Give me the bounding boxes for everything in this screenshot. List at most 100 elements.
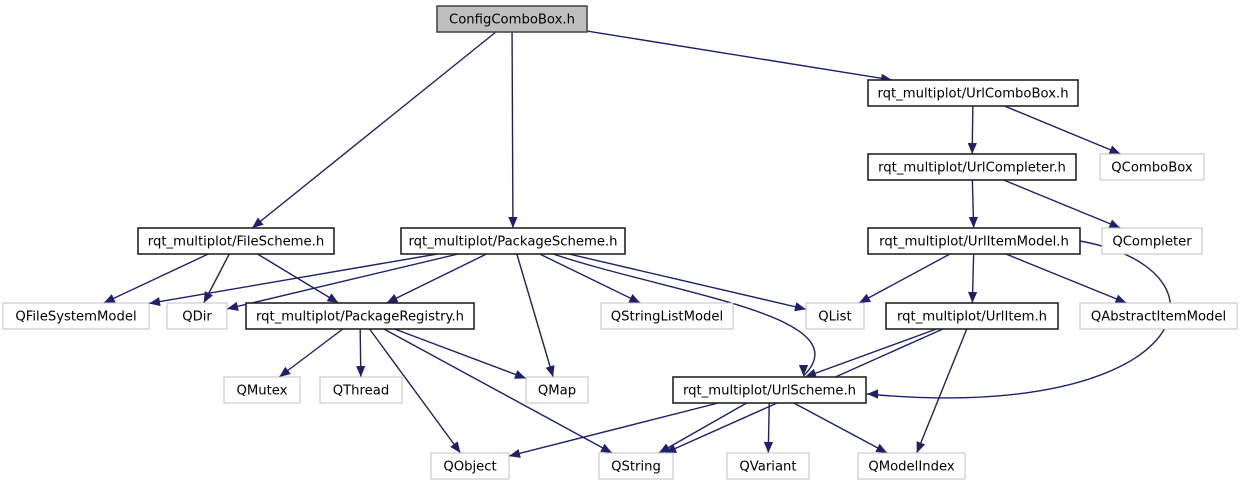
- node-packagescheme[interactable]: rqt_multiplot/PackageScheme.h: [400, 227, 626, 255]
- edge-packageregistry-to-qmutex: [278, 328, 344, 378]
- node-label-urlitemmodel: rqt_multiplot/UrlItemModel.h: [879, 235, 1069, 250]
- edge-packagescheme-to-qmap: [516, 253, 554, 378]
- arrowhead-urlcombobox-to-qcombobox: [1108, 145, 1121, 155]
- node-urlscheme[interactable]: rqt_multiplot/UrlScheme.h: [672, 376, 867, 404]
- node-qvariant[interactable]: QVariant: [726, 452, 810, 480]
- edge-urlitem-to-qmodelindex: [916, 328, 968, 454]
- arrowhead-urlitemmodel-to-qabstractitemmodel: [1114, 294, 1127, 304]
- node-label-qlist: QList: [818, 310, 851, 325]
- arrowhead-urlitem-to-urlscheme: [805, 368, 817, 378]
- node-label-urlcompleter: rqt_multiplot/UrlCompleter.h: [878, 161, 1066, 176]
- node-box-qfilesystemmodel[interactable]: [2, 302, 150, 330]
- node-filescheme[interactable]: rqt_multiplot/FileScheme.h: [137, 227, 335, 255]
- node-qstring[interactable]: QString: [598, 452, 674, 480]
- node-urlitem[interactable]: rqt_multiplot/UrlItem.h: [885, 302, 1059, 330]
- node-qcombobox[interactable]: QComboBox: [1099, 153, 1205, 181]
- node-box-qstring[interactable]: [598, 452, 674, 480]
- edge-packagescheme-to-qlist: [568, 253, 807, 310]
- edge-urlitemmodel-to-qlist: [858, 253, 951, 304]
- node-box-urlitemmodel[interactable]: [867, 227, 1081, 255]
- arrowhead-filescheme-to-packageregistry: [326, 293, 339, 303]
- edge-urlcombobox-to-qcombobox: [1004, 105, 1121, 155]
- edge-packageregistry-to-qstring: [383, 328, 613, 454]
- node-box-qmutex[interactable]: [223, 376, 301, 404]
- node-qmutex[interactable]: QMutex: [223, 376, 301, 404]
- edge-urlcompleter-to-qcompleter: [1003, 179, 1121, 229]
- node-box-qdir[interactable]: [166, 302, 228, 330]
- arrowhead-urlcompleter-to-qcompleter: [1108, 219, 1121, 229]
- arrowhead-urlscheme-to-qmodelindex: [875, 443, 888, 453]
- node-label-qcompleter: QCompleter: [1112, 235, 1192, 250]
- node-box-qmodelindex[interactable]: [857, 452, 966, 480]
- node-packageregistry[interactable]: rqt_multiplot/PackageRegistry.h: [245, 302, 475, 330]
- node-box-qabstractitemmodel[interactable]: [1079, 302, 1238, 330]
- node-label-qmap: QMap: [538, 384, 576, 399]
- node-box-packageregistry[interactable]: [245, 302, 475, 330]
- arrowhead-packagescheme-to-qfilesystemmodel: [149, 297, 161, 307]
- edge-packageregistry-to-qmap: [394, 328, 527, 380]
- node-box-packagescheme[interactable]: [400, 227, 626, 255]
- node-box-qobject[interactable]: [430, 452, 510, 480]
- node-box-qlist[interactable]: [805, 302, 865, 330]
- edge-packagescheme-to-qstringlistmodel: [539, 253, 641, 304]
- node-label-qstring: QString: [611, 460, 661, 475]
- node-qfilesystemmodel[interactable]: QFileSystemModel: [2, 302, 150, 330]
- node-box-qcompleter[interactable]: [1101, 227, 1203, 255]
- arrowhead-packageregistry-to-qmutex: [279, 366, 291, 377]
- node-box-filescheme[interactable]: [137, 227, 335, 255]
- node-qmodelindex[interactable]: QModelIndex: [857, 452, 966, 480]
- edge-packagescheme-to-qdir: [226, 253, 459, 310]
- edge-urlscheme-to-qmodelindex: [793, 402, 888, 454]
- node-label-qabstractitemmodel: QAbstractItemModel: [1091, 310, 1226, 325]
- node-box-urlitem[interactable]: [885, 302, 1059, 330]
- arrowhead-urlitemmodel-to-urlscheme: [867, 389, 878, 399]
- edge-packagescheme-to-qfilesystemmodel: [148, 253, 438, 305]
- edge-urlscheme-to-qstring: [658, 402, 748, 454]
- node-label-packagescheme: rqt_multiplot/PackageScheme.h: [408, 235, 617, 250]
- node-label-config: ConfigComboBox.h: [449, 13, 575, 28]
- node-label-qvariant: QVariant: [739, 460, 796, 475]
- arrowhead-packageregistry-to-qthread: [356, 365, 366, 377]
- arrowhead-urlcompleter-to-urlitemmodel: [968, 216, 978, 228]
- edge-layer: [103, 30, 1171, 458]
- node-config[interactable]: ConfigComboBox.h: [436, 5, 588, 33]
- node-box-urlscheme[interactable]: [672, 376, 867, 404]
- node-urlcompleter[interactable]: rqt_multiplot/UrlCompleter.h: [867, 153, 1077, 181]
- node-label-qcombobox: QComboBox: [1111, 161, 1193, 176]
- arrowhead-urlitemmodel-to-urlitem: [968, 291, 978, 303]
- arrowhead-packagescheme-to-packageregistry: [386, 294, 399, 303]
- node-qstringlistmodel[interactable]: QStringListModel: [600, 302, 734, 330]
- node-box-qmap[interactable]: [525, 376, 589, 404]
- node-box-qthread[interactable]: [319, 376, 403, 404]
- node-label-packageregistry: rqt_multiplot/PackageRegistry.h: [256, 310, 464, 325]
- node-qcompleter[interactable]: QCompleter: [1101, 227, 1203, 255]
- edge-packagescheme-to-urlscheme: [552, 253, 816, 377]
- arrowhead-urlscheme-to-qvariant: [763, 441, 774, 453]
- node-qthread[interactable]: QThread: [319, 376, 403, 404]
- node-label-qobject: QObject: [443, 460, 496, 475]
- node-qabstractitemmodel[interactable]: QAbstractItemModel: [1079, 302, 1238, 330]
- node-label-qdir: QDir: [182, 310, 212, 325]
- node-box-urlcompleter[interactable]: [867, 153, 1077, 181]
- node-box-config[interactable]: [436, 5, 588, 33]
- edge-urlitemmodel-to-qabstractitemmodel: [1005, 253, 1127, 304]
- node-urlitemmodel[interactable]: rqt_multiplot/UrlItemModel.h: [867, 227, 1081, 255]
- node-urlcombobox[interactable]: rqt_multiplot/UrlComboBox.h: [867, 79, 1079, 107]
- edge-filescheme-to-qfilesystemmodel: [103, 253, 209, 304]
- node-box-urlcombobox[interactable]: [867, 79, 1079, 107]
- edge-urlscheme-to-qobject: [508, 402, 719, 457]
- node-qlist[interactable]: QList: [805, 302, 865, 330]
- arrowhead-urlitem-to-qmodelindex: [916, 441, 926, 453]
- node-qmap[interactable]: QMap: [525, 376, 589, 404]
- node-qdir[interactable]: QDir: [166, 302, 228, 330]
- node-box-qvariant[interactable]: [726, 452, 810, 480]
- node-qobject[interactable]: QObject: [430, 452, 510, 480]
- arrowhead-packagescheme-to-urlscheme: [798, 365, 809, 376]
- arrowhead-urlcombobox-to-urlcompleter: [967, 142, 977, 154]
- node-box-qstringlistmodel[interactable]: [600, 302, 734, 330]
- arrowhead-filescheme-to-qfilesystemmodel: [103, 294, 116, 303]
- node-label-qthread: QThread: [333, 384, 390, 399]
- node-box-qcombobox[interactable]: [1099, 153, 1205, 181]
- arrowhead-config-to-packagescheme: [508, 216, 518, 228]
